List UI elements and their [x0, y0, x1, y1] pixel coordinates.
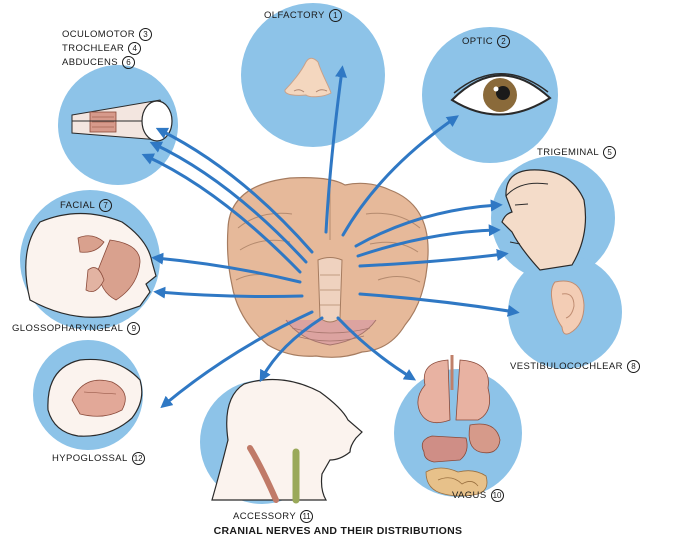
label-olfactory-name: OLFACTORY — [264, 10, 325, 21]
label-glossopharyngeal-name: GLOSSOPHARYNGEAL — [12, 323, 123, 334]
diagram-caption: CRANIAL NERVES AND THEIR DISTRIBUTIONS — [0, 525, 676, 537]
label-trochlear-number: 4 — [128, 42, 141, 55]
label-accessory-name: ACCESSORY — [233, 511, 296, 522]
label-facial-name: FACIAL — [60, 200, 95, 211]
label-accessory-number: 11 — [300, 510, 313, 523]
label-hypoglossal-number: 12 — [132, 452, 145, 465]
label-oculomotor-number: 3 — [139, 28, 152, 41]
label-optic-name: OPTIC — [462, 36, 493, 47]
label-optic-number: 2 — [497, 35, 510, 48]
label-olfactory: OLFACTORY 1 — [264, 9, 342, 22]
label-facial-number: 7 — [99, 199, 112, 212]
label-glossopharyngeal: GLOSSOPHARYNGEAL 9 — [12, 322, 140, 335]
label-vestibulocochlear-name: VESTIBULOCOCHLEAR — [510, 361, 623, 372]
label-glossopharyngeal-number: 9 — [127, 322, 140, 335]
label-trochlear-name: TROCHLEAR — [62, 43, 124, 54]
label-trigeminal-number: 5 — [603, 146, 616, 159]
label-oculomotor-name: OCULOMOTOR — [62, 29, 135, 40]
label-accessory: ACCESSORY 11 — [233, 510, 313, 523]
label-vagus-number: 10 — [491, 489, 504, 502]
label-vestibulocochlear-number: 8 — [627, 360, 640, 373]
label-abducens-name: ABDUCENS — [62, 57, 118, 68]
label-trigeminal-name: TRIGEMINAL — [537, 147, 599, 158]
label-optic: OPTIC 2 — [462, 35, 510, 48]
label-olfactory-number: 1 — [329, 9, 342, 22]
label-hypoglossal-name: HYPOGLOSSAL — [52, 453, 128, 464]
label-abducens-number: 6 — [122, 56, 135, 69]
neck-icon — [212, 380, 362, 501]
label-facial: FACIAL 7 — [60, 199, 112, 212]
label-vagus-name: VAGUS — [452, 490, 487, 501]
label-abducens: ABDUCENS 6 — [62, 56, 135, 69]
label-vagus: VAGUS 10 — [452, 489, 504, 502]
label-oculomotor: OCULOMOTOR 3 — [62, 28, 152, 41]
label-hypoglossal: HYPOGLOSSAL 12 — [52, 452, 145, 465]
label-trochlear: TROCHLEAR 4 — [62, 42, 141, 55]
label-trigeminal: TRIGEMINAL 5 — [537, 146, 616, 159]
label-vestibulocochlear: VESTIBULOCOCHLEAR 8 — [510, 360, 640, 373]
